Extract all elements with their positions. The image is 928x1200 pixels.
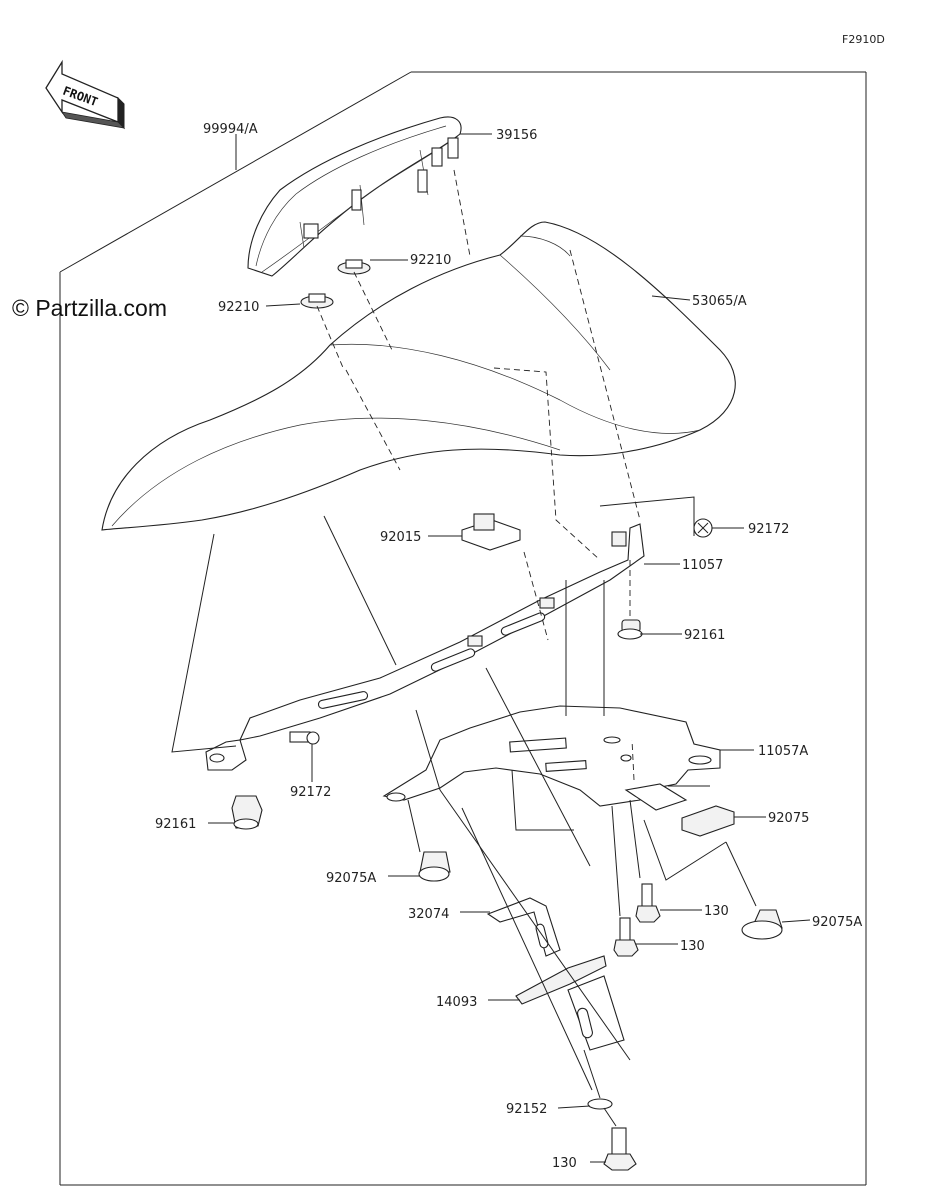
callout-130-middle[interactable]: 130 bbox=[680, 939, 705, 954]
callout-labels: 99994/A 39156 92210 92210 53065/A 92015 … bbox=[155, 122, 862, 1171]
cap-92161-left bbox=[231, 795, 263, 830]
callout-11057a[interactable]: 11057A bbox=[758, 744, 808, 759]
screw-92172-left bbox=[289, 731, 320, 745]
seat-cowl-part bbox=[101, 221, 736, 531]
stay-14093 bbox=[515, 955, 625, 1051]
bolt-130-upper bbox=[635, 883, 661, 923]
assembly-frame bbox=[59, 71, 867, 1186]
callout-92075[interactable]: 92075 bbox=[768, 811, 809, 826]
rubber-92075a-left bbox=[418, 851, 451, 882]
front-arrow-icon: FRONT bbox=[45, 59, 126, 130]
leader-lines bbox=[171, 133, 811, 1163]
grommet-92210-left bbox=[300, 293, 334, 309]
callout-92015[interactable]: 92015 bbox=[380, 530, 421, 545]
callout-92152[interactable]: 92152 bbox=[506, 1102, 547, 1117]
watermark: © Partzilla.com bbox=[12, 295, 167, 321]
callout-92161-left[interactable]: 92161 bbox=[155, 817, 196, 832]
callout-92172-right[interactable]: 92172 bbox=[748, 522, 789, 537]
callout-32074[interactable]: 32074 bbox=[408, 907, 449, 922]
callout-92210-left[interactable]: 92210 bbox=[218, 300, 259, 315]
seat-cover-part bbox=[247, 116, 462, 277]
clip-nut-92015 bbox=[461, 513, 521, 551]
bolt-130-middle bbox=[613, 917, 639, 957]
rubber-92075a-right bbox=[741, 909, 783, 940]
bracket-32074 bbox=[486, 897, 561, 957]
callout-130-bottom[interactable]: 130 bbox=[552, 1156, 577, 1171]
callout-14093[interactable]: 14093 bbox=[436, 995, 477, 1010]
callout-39156[interactable]: 39156 bbox=[496, 128, 537, 143]
callout-92075a-right[interactable]: 92075A bbox=[812, 915, 862, 930]
assembly-guide-lines bbox=[316, 169, 641, 781]
washer-92152 bbox=[587, 1098, 613, 1110]
bracket-11057a bbox=[382, 705, 721, 811]
callout-92075a-left[interactable]: 92075A bbox=[326, 871, 376, 886]
callout-99994-a[interactable]: 99994/A bbox=[203, 122, 258, 137]
pad-92075 bbox=[681, 805, 735, 837]
callout-92210-upper[interactable]: 92210 bbox=[410, 253, 451, 268]
callout-92161-right[interactable]: 92161 bbox=[684, 628, 725, 643]
bracket-11057 bbox=[205, 523, 645, 771]
callout-130-upper[interactable]: 130 bbox=[704, 904, 729, 919]
cap-92161-right bbox=[617, 619, 643, 640]
diagram-code: F2910D bbox=[842, 33, 885, 46]
callout-53065-a[interactable]: 53065/A bbox=[692, 294, 747, 309]
bolt-130-bottom bbox=[603, 1127, 637, 1171]
callout-92172-left[interactable]: 92172 bbox=[290, 785, 331, 800]
screw-92172-right bbox=[693, 518, 713, 538]
callout-11057[interactable]: 11057 bbox=[682, 558, 723, 573]
grommet-92210-upper bbox=[337, 259, 371, 275]
